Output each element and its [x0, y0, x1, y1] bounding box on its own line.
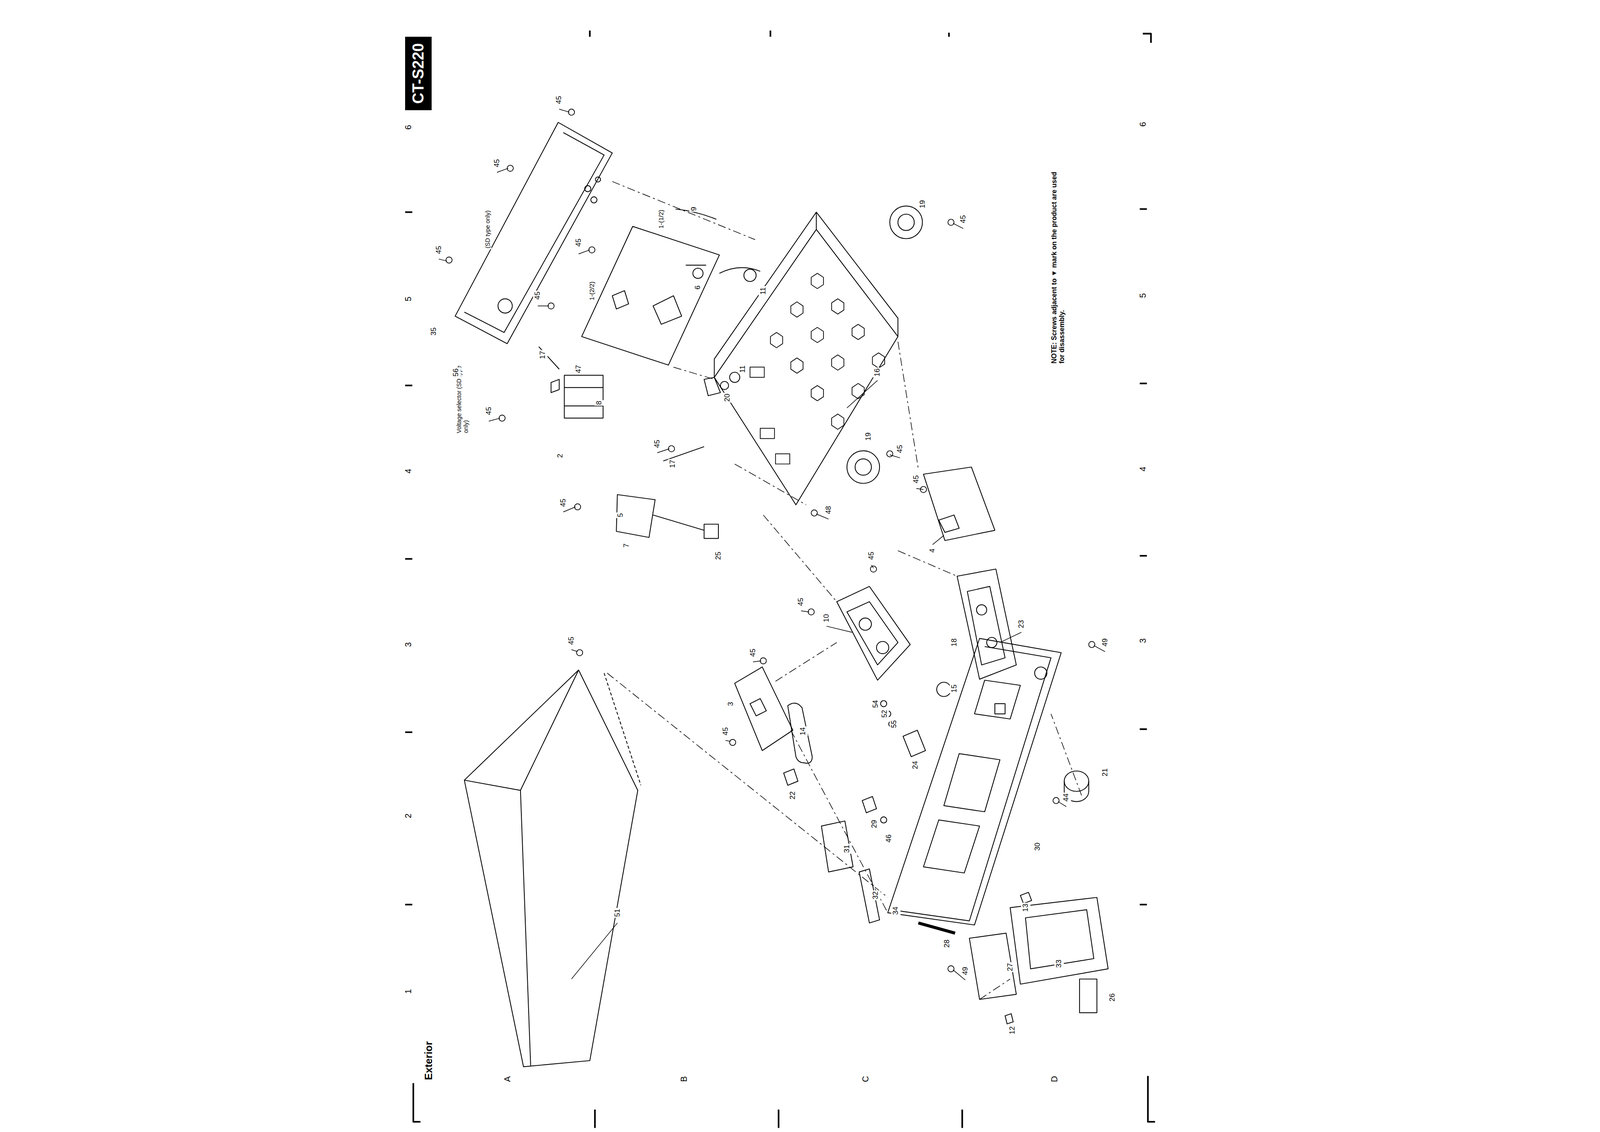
callout-number: 32: [870, 891, 881, 901]
callout-number: 11: [738, 364, 748, 375]
callout-number: 25: [713, 551, 724, 562]
grid-reference: 2: [402, 813, 414, 820]
callout-number: 45: [911, 474, 921, 485]
callout-number: 45: [484, 406, 494, 417]
callout-number: 1-(2/2): [587, 280, 596, 301]
callout-number: 15: [949, 683, 959, 694]
callout-number: 47: [573, 364, 584, 375]
callout-number: 45: [434, 245, 444, 256]
callout-number: 5: [615, 512, 626, 518]
callout-number: 19: [917, 199, 928, 209]
callout-number: 48: [823, 505, 834, 515]
callout-number: 45: [573, 238, 584, 248]
callout-number: 31: [842, 844, 852, 854]
callout-number: 6: [693, 285, 703, 291]
callout-number: 46: [884, 833, 894, 844]
callout-number: 33: [1054, 959, 1065, 970]
callout-number: 52: [880, 709, 889, 720]
grid-reference: 5: [402, 295, 414, 303]
callout-number: 11: [758, 286, 768, 296]
grid-reference: D: [1048, 1075, 1060, 1084]
callout-number: 12: [1007, 1025, 1018, 1036]
callout-number: 7: [621, 543, 632, 549]
model-name: CT-S220: [409, 43, 428, 104]
grid-reference: 1: [402, 988, 414, 995]
grid-reference: 5: [1137, 292, 1149, 300]
callout-number: 54: [870, 699, 880, 709]
callout-number: 49: [960, 966, 971, 977]
callout-number: 10: [821, 613, 832, 624]
callout-number: 45: [866, 551, 877, 562]
section-title: Exterior: [422, 1041, 436, 1082]
callout-number: 45: [554, 95, 565, 106]
callout-number: 17: [667, 459, 678, 470]
callout-number: 45: [566, 635, 577, 646]
callout-number: 34: [891, 906, 901, 917]
grid-reference: 4: [1137, 466, 1149, 473]
callout-number: 17: [538, 350, 548, 360]
grid-reference: 3: [402, 641, 414, 648]
grid-reference: A: [501, 1076, 513, 1084]
callout-number: 19: [863, 431, 874, 442]
callout-number: 45: [652, 438, 662, 449]
callout-number: 45: [558, 498, 568, 509]
callout-number: 8: [594, 400, 604, 406]
model-badge: CT-S220: [405, 36, 432, 111]
callout-number: 28: [942, 938, 952, 949]
callout-number: 56: [451, 367, 462, 378]
grid-reference: 6: [402, 124, 414, 131]
callout-number: 45: [492, 158, 502, 169]
callout-number: 45: [958, 214, 968, 225]
callout-number: 27: [1005, 962, 1015, 973]
callout-number: 45: [533, 291, 543, 301]
grid-reference: 6: [1137, 121, 1149, 128]
callout-number: 3: [726, 701, 736, 707]
callout-number: 13: [1020, 903, 1031, 914]
grid-reference: 3: [1137, 637, 1149, 645]
callout-number: 44: [1061, 793, 1071, 803]
callout-number: 30: [1033, 841, 1043, 852]
callout-number: 16: [873, 367, 883, 378]
callout-number: 4: [928, 548, 938, 554]
callout-number: 26: [1107, 993, 1118, 1003]
part-note: (SD type only): [483, 209, 492, 250]
disassembly-note: NOTE: Screws adjacent to ▼ mark on the p…: [1050, 161, 1067, 365]
callout-number: 1-(1/2): [657, 208, 666, 230]
callout-number: 29: [870, 819, 880, 830]
grid-reference: B: [678, 1076, 689, 1084]
callout-number: 45: [895, 444, 905, 454]
callout-number: 45: [796, 597, 806, 607]
callout-number: 21: [1100, 767, 1110, 778]
callout-number: 24: [910, 760, 921, 771]
callout-number: 35: [429, 326, 439, 337]
callout-number: 14: [798, 726, 808, 737]
callout-number: 22: [788, 791, 798, 801]
callout-number: 45: [720, 726, 731, 737]
callout-number: 51: [612, 908, 623, 919]
callout-number: 55: [889, 719, 898, 730]
callout-number: 2: [555, 453, 565, 459]
callout-number: 9: [689, 206, 699, 212]
callout-number: 45: [748, 648, 758, 659]
grid-reference: C: [859, 1075, 871, 1084]
callout-number: 23: [1016, 619, 1027, 630]
callout-number: 49: [1100, 638, 1110, 648]
part-note: Voltage selector (SD type only): [455, 351, 470, 435]
callout-number: 20: [723, 393, 733, 403]
grid-reference: 4: [402, 468, 414, 475]
callout-number: 18: [949, 638, 959, 648]
